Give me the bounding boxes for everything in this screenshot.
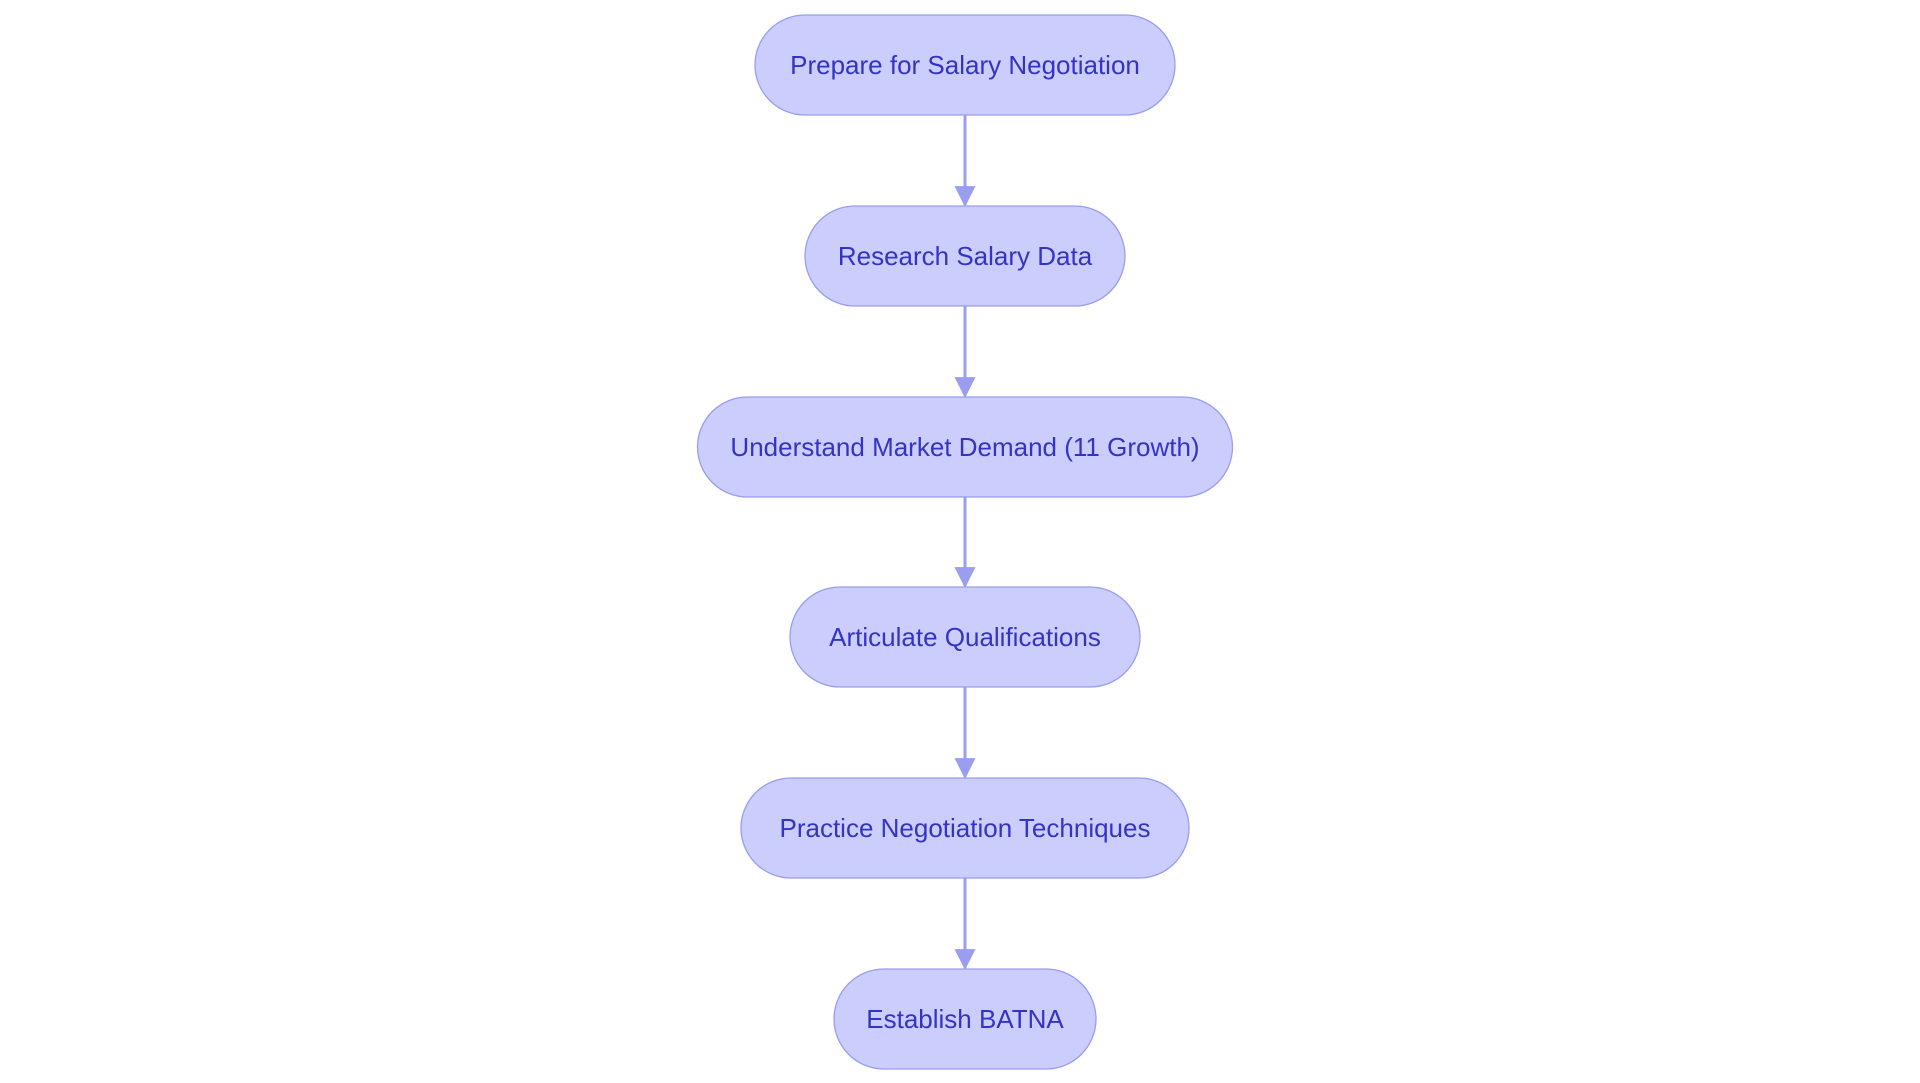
flow-node-qualifications: Articulate Qualifications: [789, 586, 1141, 688]
flow-node-shape: [789, 586, 1141, 688]
flow-node-batna: Establish BATNA: [833, 968, 1097, 1070]
flow-node-shape: [754, 14, 1176, 116]
flow-node-shape: [804, 205, 1126, 307]
flow-node-prepare: Prepare for Salary Negotiation: [754, 14, 1176, 116]
flow-node-label: Establish BATNA: [866, 1004, 1064, 1034]
flow-node-label: Articulate Qualifications: [829, 622, 1101, 652]
flow-node-shape: [740, 777, 1190, 879]
flow-node-label: Prepare for Salary Negotiation: [790, 50, 1140, 80]
flow-node-label: Research Salary Data: [838, 241, 1093, 271]
flow-node-label: Practice Negotiation Techniques: [780, 813, 1151, 843]
flow-node-research: Research Salary Data: [804, 205, 1126, 307]
flow-node-label: Understand Market Demand (11 Growth): [730, 432, 1199, 462]
flow-node-practice: Practice Negotiation Techniques: [740, 777, 1190, 879]
flow-node-shape: [696, 396, 1234, 498]
flow-node-shape: [833, 968, 1097, 1070]
flow-node-market: Understand Market Demand (11 Growth): [696, 396, 1234, 498]
